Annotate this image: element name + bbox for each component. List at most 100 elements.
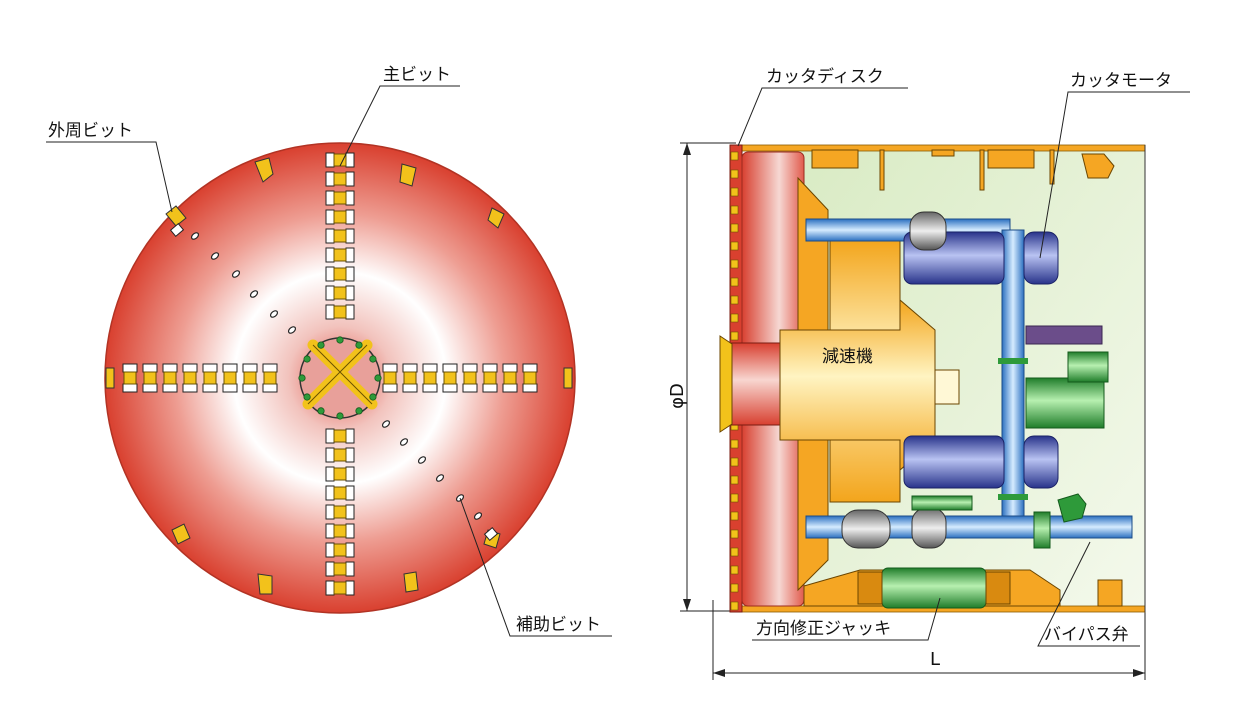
aux-bit-plate bbox=[483, 527, 499, 541]
main-bit-side bbox=[422, 363, 438, 373]
main-bit-side bbox=[162, 363, 178, 373]
bypass-valve-label: バイパス弁 bbox=[1044, 625, 1129, 645]
main-bit-side bbox=[462, 383, 478, 393]
hub-dots bbox=[298, 336, 382, 420]
steering-jack-leader bbox=[752, 597, 941, 641]
main-bit bbox=[463, 371, 477, 385]
diameter-dimension: φD bbox=[667, 142, 736, 612]
aux-bit-plate bbox=[169, 223, 185, 237]
center-hub bbox=[298, 336, 382, 420]
main-bit bbox=[333, 543, 347, 557]
outer-bit bbox=[487, 207, 505, 229]
cutter-motor-label: カッタモータ bbox=[1070, 71, 1172, 91]
main-bit-side bbox=[402, 363, 418, 373]
aux-bit-leader bbox=[459, 497, 612, 637]
main-bit-side bbox=[325, 523, 335, 539]
top-brackets bbox=[811, 149, 1115, 191]
main-bit bbox=[503, 371, 517, 385]
main-bit bbox=[333, 524, 347, 538]
main-bit-side bbox=[325, 304, 335, 320]
rim-tooth bbox=[730, 295, 739, 305]
rim-tooth bbox=[730, 475, 739, 485]
outer-bit bbox=[403, 571, 419, 593]
main-bit-side bbox=[122, 363, 138, 373]
rim-tooth bbox=[730, 457, 739, 467]
main-bit-side bbox=[502, 383, 518, 393]
main-bit-side bbox=[345, 504, 355, 520]
main-bit bbox=[163, 371, 177, 385]
rim-tooth bbox=[730, 169, 739, 179]
aux-bit-label: 補助ビット bbox=[516, 615, 601, 635]
rim-tooth bbox=[730, 331, 739, 341]
outer-bit bbox=[257, 573, 273, 595]
main-bit-side bbox=[382, 363, 398, 373]
main-bit-side bbox=[345, 209, 355, 225]
cutter-motor-lower bbox=[841, 435, 1059, 549]
motor-cap bbox=[1023, 231, 1059, 285]
main-bit-side bbox=[422, 383, 438, 393]
main-bit-side bbox=[325, 152, 335, 168]
pipe-flange bbox=[998, 358, 1028, 364]
main-bit-side bbox=[162, 383, 178, 393]
main-bit-side bbox=[182, 363, 198, 373]
rim-tooth bbox=[730, 187, 739, 197]
main-bit-side bbox=[325, 247, 335, 263]
main-bit bbox=[333, 562, 347, 576]
main-bit-side bbox=[325, 285, 335, 301]
diameter-label: φD bbox=[667, 383, 688, 409]
main-bit bbox=[333, 467, 347, 481]
main-bit bbox=[383, 371, 397, 385]
main-bit-side bbox=[262, 363, 278, 373]
main-bit-side bbox=[325, 190, 335, 206]
aux-bit bbox=[231, 270, 241, 278]
main-bit-side bbox=[345, 266, 355, 282]
main-bit-side bbox=[325, 485, 335, 501]
main-bit-side bbox=[325, 428, 335, 444]
rim-tooth bbox=[730, 277, 739, 287]
aux-bit-plates bbox=[169, 223, 499, 541]
diameter-arrow-top bbox=[683, 143, 691, 155]
main-bit bbox=[123, 371, 137, 385]
main-bit bbox=[223, 371, 237, 385]
top-right-fitting bbox=[1081, 153, 1115, 179]
main-bit-side bbox=[345, 247, 355, 263]
main-bit bbox=[423, 371, 437, 385]
aux-bit bbox=[210, 252, 220, 260]
hub-bolt bbox=[298, 374, 306, 382]
hub-bolt bbox=[369, 393, 377, 401]
main-bit-spokes bbox=[122, 152, 538, 596]
main-bit-side bbox=[142, 383, 158, 393]
hub-bolt bbox=[355, 407, 363, 415]
main-bit-side bbox=[202, 383, 218, 393]
cutter-motor-leader bbox=[1039, 91, 1190, 259]
main-bit-side bbox=[345, 228, 355, 244]
aux-bit bbox=[269, 310, 279, 318]
main-bit-side bbox=[345, 542, 355, 558]
length-arrow-right bbox=[1133, 669, 1145, 677]
aux-bit bbox=[249, 290, 259, 298]
front-view: 主ビット 外周ビット 補助ビット bbox=[46, 65, 612, 637]
bracket-post bbox=[979, 149, 985, 191]
main-bit-side bbox=[345, 523, 355, 539]
reducer-label: 減速機 bbox=[822, 347, 873, 367]
outer-bit bbox=[254, 157, 274, 183]
main-bit-side bbox=[442, 363, 458, 373]
main-bit-side bbox=[222, 363, 238, 373]
hub-bolt bbox=[317, 407, 325, 415]
hub-nose bbox=[719, 335, 733, 433]
main-bit-side bbox=[442, 383, 458, 393]
rim-tooth bbox=[730, 259, 739, 269]
main-bit-side bbox=[345, 466, 355, 482]
aux-bit bbox=[399, 438, 409, 446]
main-bit bbox=[403, 371, 417, 385]
cutter-motor-upper bbox=[903, 211, 1059, 285]
main-bit-side bbox=[345, 447, 355, 463]
motor-valve bbox=[841, 509, 891, 549]
main-bit-side bbox=[122, 383, 138, 393]
main-bit bbox=[333, 153, 347, 167]
rim-tooth bbox=[730, 223, 739, 233]
outer-bit-label: 外周ビット bbox=[48, 121, 133, 141]
hub-bolt bbox=[303, 393, 311, 401]
main-bit bbox=[333, 248, 347, 262]
main-bit bbox=[333, 172, 347, 186]
